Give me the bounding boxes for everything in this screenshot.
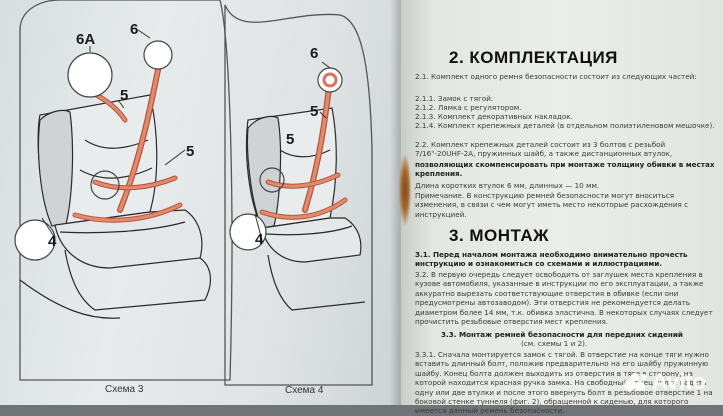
section-2-item-1: 2.1.1. Замок с тягой. (415, 94, 494, 103)
label-5-top-left: 5 (120, 87, 128, 104)
section-2-p4: Примечание. В конструкцию ремней безопас… (415, 191, 689, 219)
seat-belt-diagrams: 6А 6 5 5 4 (14, 0, 373, 396)
section-2-item-3: 2.1.3. Комплект декоративных накладок. (415, 112, 573, 121)
right-page-text: 2. КОМПЛЕКТАЦИЯ 2.1. Комплект одного рем… (401, 0, 723, 415)
diagram-frame-left (19, 0, 233, 381)
caption-scheme-4: Схема 4 (285, 385, 324, 396)
section-3-title: 3. МОНТАЖ (449, 226, 550, 245)
caption-scheme-3: Схема 3 (105, 384, 144, 395)
label-5-right-left: 5 (186, 143, 194, 160)
belt-right (259, 77, 348, 220)
label-4-left: 4 (48, 233, 57, 250)
section-2-p1: 2.1. Комплект одного ремня безопасности … (415, 72, 697, 81)
section-2-p2b: позволяющих скомпенсировать при монтаже … (415, 160, 715, 179)
callout-circle-6 (143, 40, 173, 70)
section-2-item-2: 2.1.2. Лямка с регулятором. (415, 103, 522, 112)
label-6-left: 6 (130, 21, 138, 38)
page-stain (399, 155, 411, 225)
section-3-p3b: (см. схемы 1 и 2). (521, 339, 588, 348)
callout-circle-6a (67, 52, 113, 98)
left-page-diagrams: 6А 6 5 5 4 (0, 0, 405, 405)
label-4-right: 4 (255, 231, 264, 248)
label-5-mid-right: 5 (286, 131, 294, 148)
callout-circle-mid (90, 170, 120, 200)
section-2-title: 2. КОМПЛЕКТАЦИЯ (449, 48, 618, 67)
section-2-item-4: 2.1.4. Комплект крепежных деталей (в отд… (415, 121, 715, 130)
avito-logo-icon (623, 373, 647, 391)
section-3-p3: 3.3. Монтаж ремней безопасности для пере… (441, 330, 683, 339)
seat-right (245, 107, 366, 311)
label-6a: 6А (76, 31, 95, 48)
seat-left (19, 94, 212, 319)
section-2-p2: 2.2. Комплект крепежных деталей состоит … (415, 140, 673, 159)
callout-circle-mid-right (259, 167, 285, 193)
section-3-p2: 3.2. В первую очередь следует освободить… (415, 270, 713, 327)
callout-circle-6-right (317, 67, 343, 93)
avito-watermark: Avito (622, 369, 706, 395)
label-5-top-right: 5 (310, 103, 318, 120)
diagram-frame-right (224, 4, 373, 386)
section-2-p3: Длина коротких втулок 6 мм, длинных — 10… (415, 181, 600, 190)
section-3-p1: 3.1. Перед началом монтажа необходимо вн… (415, 250, 688, 269)
label-6-right: 6 (310, 45, 318, 62)
callout-circle-4 (14, 219, 56, 261)
avito-watermark-text: Avito (651, 369, 706, 394)
